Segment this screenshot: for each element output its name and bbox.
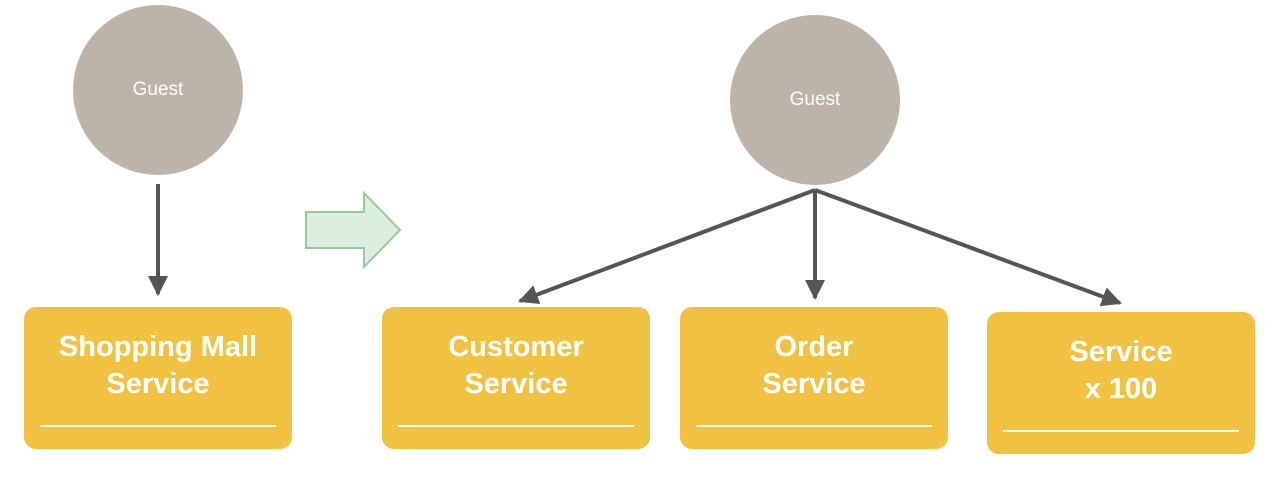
guest-node-right: Guest	[730, 15, 900, 185]
box-divider	[40, 425, 276, 427]
box-divider	[696, 425, 932, 427]
service-title-line1: Customer	[448, 331, 584, 363]
service-title-line2: x 100	[1084, 373, 1158, 405]
arrow-guest-to-service-x100	[814, 188, 1122, 307]
customer-service-box: Customer Service	[382, 307, 650, 449]
shopping-mall-service-box: Shopping Mall Service	[24, 307, 292, 449]
arrow-guest-to-customer-service	[518, 188, 816, 305]
guest-label: Guest	[132, 79, 184, 100]
service-title-line2: Service	[464, 368, 568, 400]
service-x100-box: Service x 100	[987, 312, 1255, 454]
service-title-line1: Shopping Mall	[58, 331, 258, 363]
order-service-box: Order Service	[680, 307, 948, 449]
box-divider	[1003, 430, 1239, 432]
transition-arrow-icon	[305, 190, 402, 270]
service-title-line1: Order	[774, 331, 854, 363]
service-title-line2: Service	[106, 368, 210, 400]
box-divider	[398, 425, 634, 427]
service-title-line1: Service	[1069, 336, 1173, 368]
guest-node-left: Guest	[73, 5, 243, 175]
guest-label: Guest	[789, 89, 841, 110]
service-title-line2: Service	[762, 368, 866, 400]
